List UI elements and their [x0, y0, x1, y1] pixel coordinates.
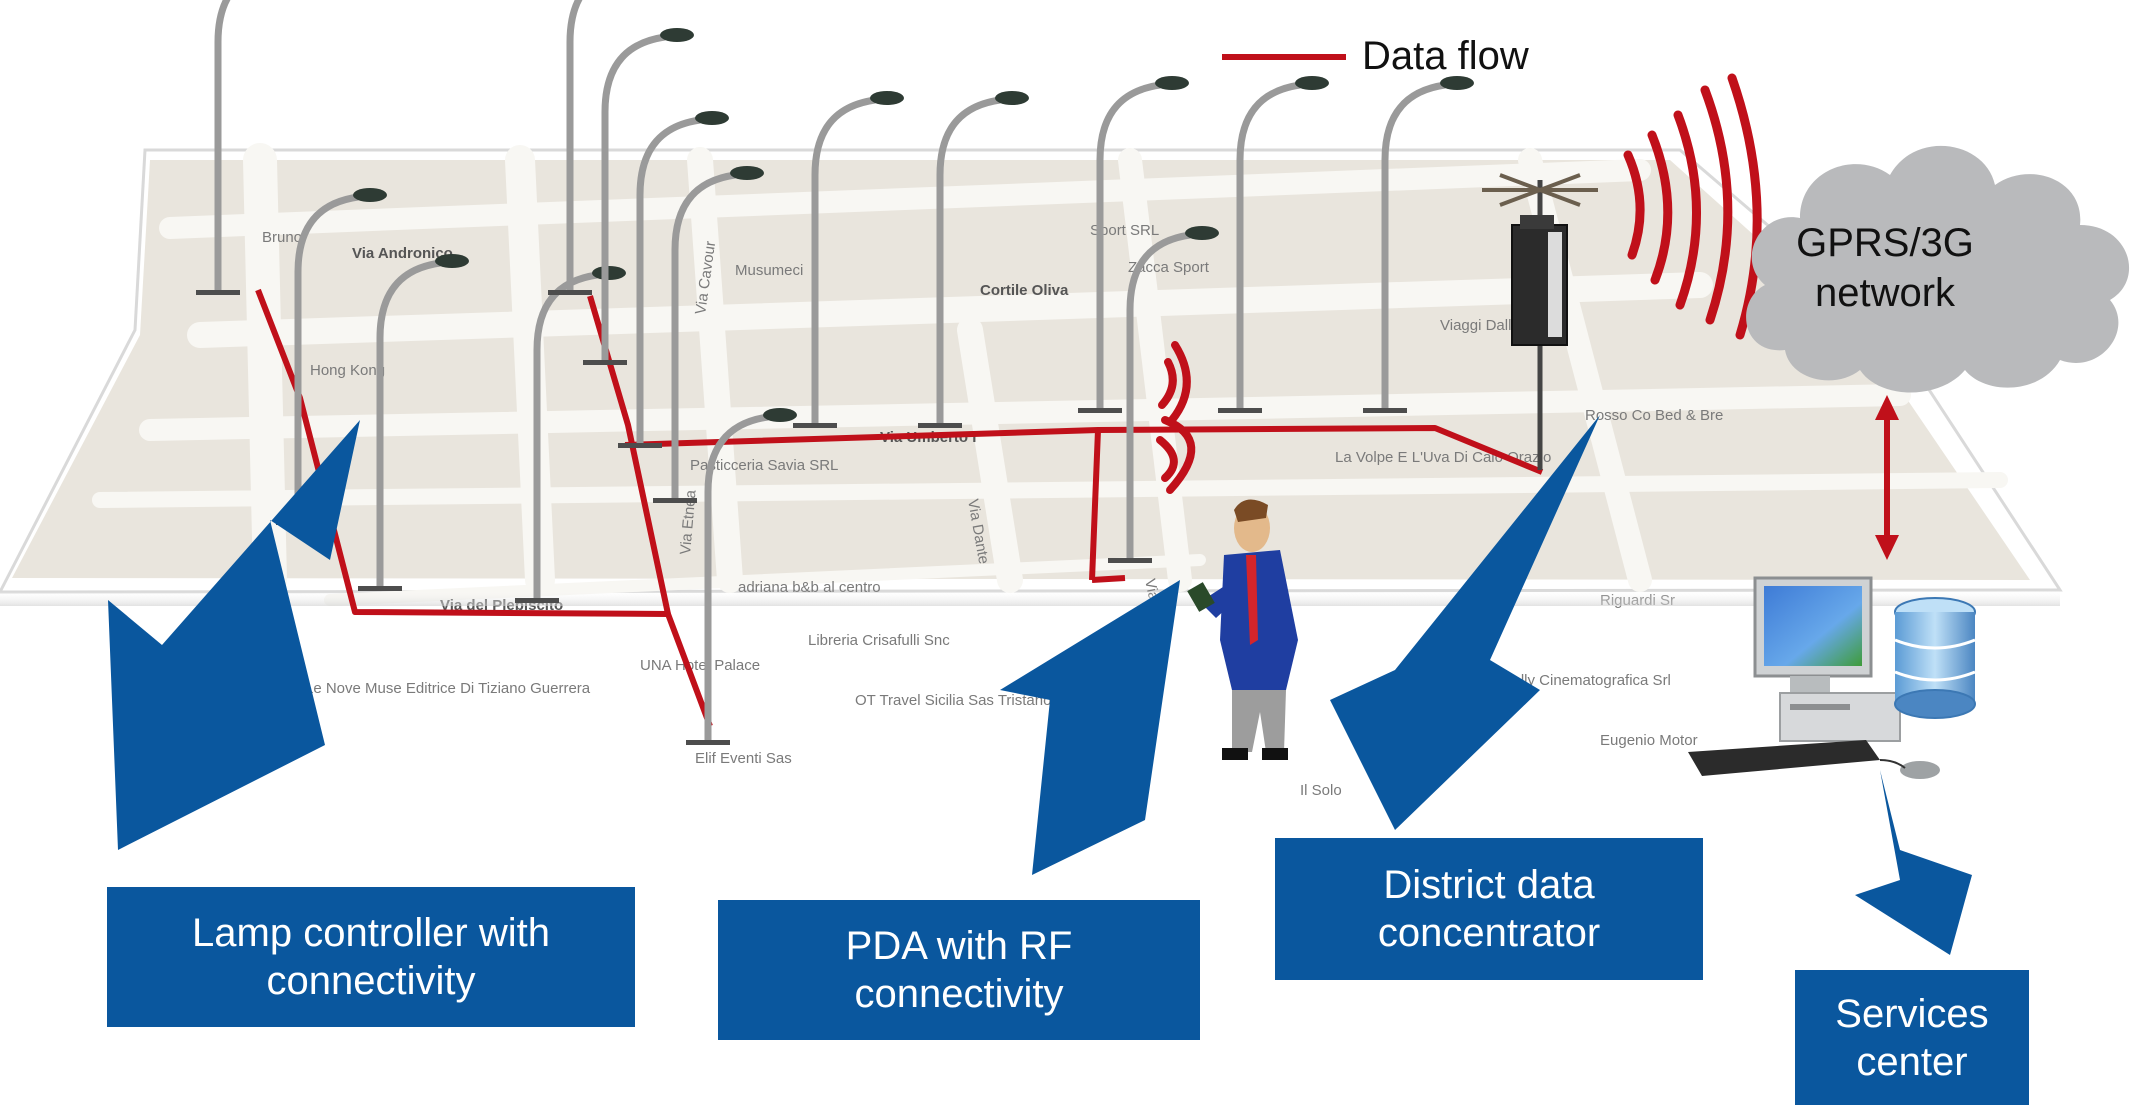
callout-line: District data — [1383, 863, 1595, 907]
data-concentrator-device — [1482, 173, 1598, 470]
callout-line: connectivity — [854, 972, 1064, 1016]
concentrator-callout: District data concentrator — [1275, 838, 1703, 980]
person-with-pda-icon — [1187, 499, 1298, 760]
place-label: Libreria Crisafulli Snc — [808, 632, 950, 649]
street-label: Via Andronico — [352, 245, 453, 262]
concentrator-arrow — [1330, 415, 1600, 830]
callout-line: PDA with RF — [845, 924, 1073, 968]
database-icon — [1894, 597, 1976, 719]
place-label: Il Solo — [1300, 782, 1342, 799]
place-label: Musumeci — [735, 262, 803, 279]
services-arrow — [1855, 770, 1972, 955]
place-label: Le Nove Muse Editrice Di Tiziano Guerrer… — [305, 680, 591, 697]
callout-line: Services — [1835, 991, 1989, 1036]
cloud-server-link — [1875, 395, 1899, 560]
callout-line: center — [1856, 1039, 1968, 1084]
street-label: Via Etnea — [677, 489, 700, 556]
gprs-cloud-icon — [1746, 145, 2130, 393]
place-label: Hong Kong — [310, 362, 385, 379]
place-label: UNA Hotel Palace — [640, 657, 760, 674]
place-label: Jolly Cinematografica Srl — [1505, 672, 1671, 689]
radio-waves-icon — [1623, 73, 1762, 340]
callout-line: concentrator — [1377, 911, 1601, 955]
cloud-label: GPRS/3G network — [1775, 218, 1995, 318]
computer-icon — [1688, 576, 1940, 779]
lamp-controller-arrow — [108, 420, 360, 850]
data-flow-network — [255, 288, 1544, 728]
cloud-label-line2: network — [1814, 271, 1956, 315]
place-label: Bruno — [262, 229, 302, 246]
place-label: Rosso Co Bed & Bre — [1585, 407, 1723, 424]
services-center-callout: Services center — [1795, 970, 2029, 1105]
callout-line: Lamp controller with — [192, 911, 550, 955]
cloud-label-line1: GPRS/3G — [1796, 221, 1974, 265]
place-label: Pasticceria Savia SRL — [690, 457, 838, 474]
place-label: Zacca Sport — [1128, 259, 1210, 276]
legend-label: Data flow — [1362, 34, 1529, 78]
callout-line: connectivity — [266, 959, 476, 1003]
place-label: Sport SRL — [1090, 222, 1159, 239]
pda-arrow — [1000, 580, 1180, 875]
lamp-controller-callout: Lamp controller with connectivity — [107, 887, 635, 1027]
place-label: Elif Eventi Sas — [695, 750, 792, 767]
street-label: Cortile Oliva — [980, 282, 1069, 299]
rf-waves-icon — [1156, 341, 1196, 494]
pda-callout: PDA with RF connectivity — [718, 900, 1200, 1040]
place-label: Eugenio Motor — [1600, 732, 1698, 749]
callout-arrows — [108, 415, 1972, 955]
